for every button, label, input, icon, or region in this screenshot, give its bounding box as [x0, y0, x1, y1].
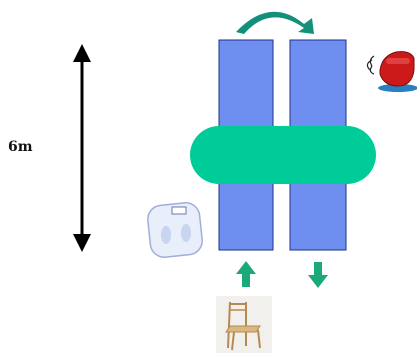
turn-obstacle [190, 126, 376, 184]
distance-label: 6m [8, 139, 33, 155]
bathroom-scale-icon [147, 202, 203, 258]
u-turn-arrow-icon [236, 11, 314, 34]
chair-icon [216, 296, 272, 353]
down-arrow-icon [308, 262, 328, 288]
telephone-icon [366, 51, 417, 92]
double-headed-arrow-icon [73, 44, 91, 252]
up-arrow-icon [236, 261, 256, 287]
